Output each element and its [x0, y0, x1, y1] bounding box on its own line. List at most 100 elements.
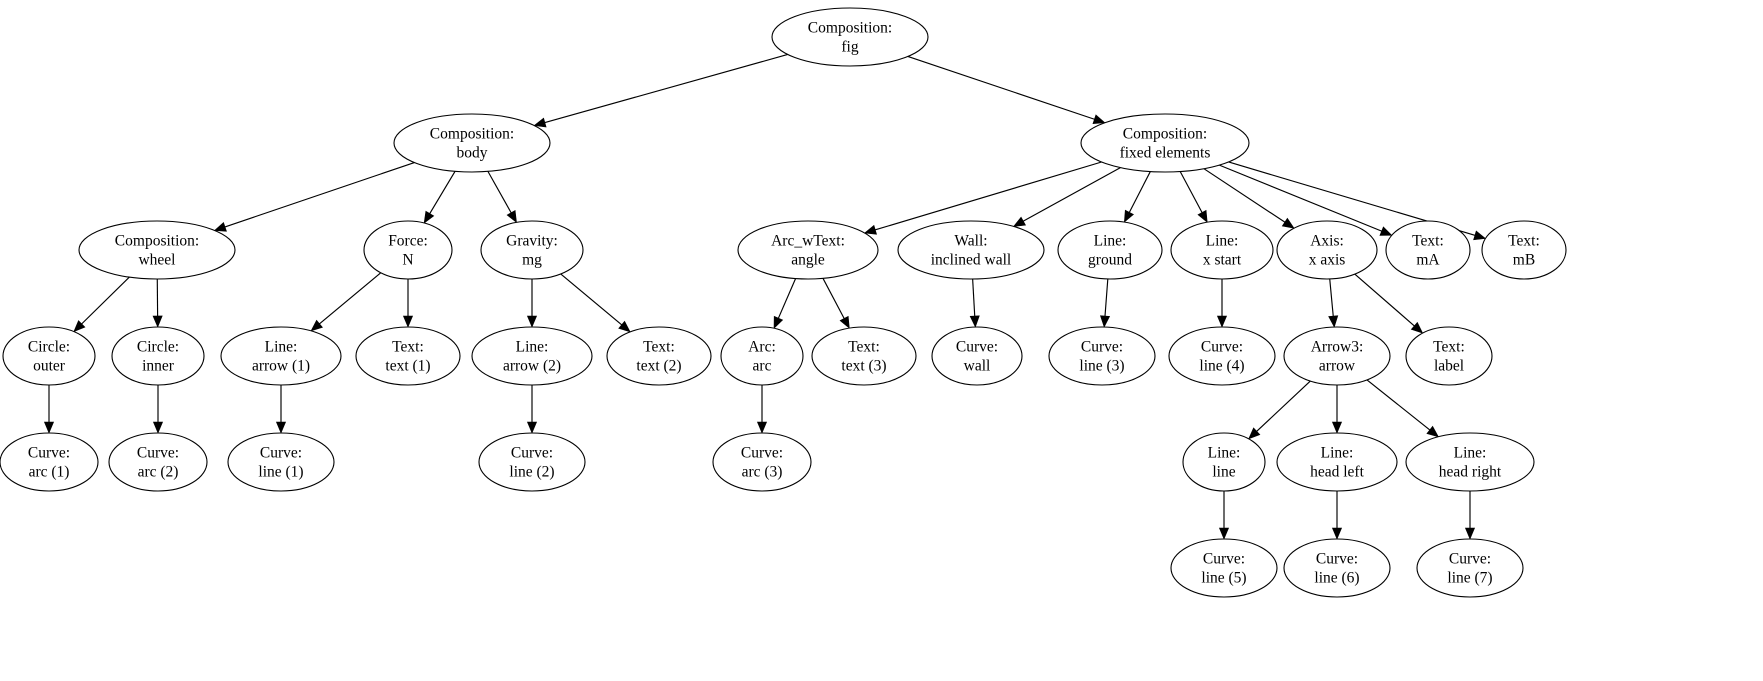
node-shape-lineheadr[interactable]	[1405, 432, 1535, 492]
arrowhead-fixed-to-wall	[1012, 216, 1027, 227]
node-label-type-circleout: Circle:	[28, 339, 70, 356]
node-shape-text2[interactable]	[606, 326, 712, 386]
node-curvewall[interactable]: Curve:wall	[931, 326, 1023, 386]
node-shape-fig[interactable]	[771, 7, 929, 67]
node-label-type-forceN: Force:	[388, 233, 428, 250]
node-fixed[interactable]: Composition:fixed elements	[1080, 113, 1250, 173]
node-lineline[interactable]: Line:line	[1182, 432, 1266, 492]
node-text3[interactable]: Text:text (3)	[811, 326, 917, 386]
node-gravity[interactable]: Gravity:mg	[480, 220, 584, 280]
node-text1[interactable]: Text:text (1)	[355, 326, 461, 386]
node-shape-linearr2[interactable]	[471, 326, 593, 386]
node-shape-text1[interactable]	[355, 326, 461, 386]
node-shape-curveline2[interactable]	[478, 432, 586, 492]
node-circlein[interactable]: Circle:inner	[111, 326, 205, 386]
node-curveline7[interactable]: Curve:line (7)	[1416, 538, 1524, 598]
node-shape-curvearc2[interactable]	[108, 432, 208, 492]
node-shape-curvewall[interactable]	[931, 326, 1023, 386]
node-arcarc[interactable]: Arc:arc	[720, 326, 804, 386]
node-shape-curveline1[interactable]	[227, 432, 335, 492]
node-label-type-linexstart: Line:	[1206, 233, 1239, 250]
node-axis[interactable]: Axis:x axis	[1276, 220, 1378, 280]
node-linearr2[interactable]: Line:arrow (2)	[471, 326, 593, 386]
node-curveline1[interactable]: Curve:line (1)	[227, 432, 335, 492]
node-label-type-wall: Wall:	[954, 233, 987, 250]
node-shape-lineheadl[interactable]	[1276, 432, 1398, 492]
node-shape-curveline4[interactable]	[1168, 326, 1276, 386]
node-curveline3[interactable]: Curve:line (3)	[1048, 326, 1156, 386]
node-shape-textlabel[interactable]	[1405, 326, 1493, 386]
node-lineheadr[interactable]: Line:head right	[1405, 432, 1535, 492]
node-label-type-fixed: Composition:	[1123, 126, 1207, 143]
node-circleout[interactable]: Circle:outer	[2, 326, 96, 386]
edge-body-to-gravity	[487, 171, 512, 214]
node-forceN[interactable]: Force:N	[363, 220, 453, 280]
node-shape-body[interactable]	[393, 113, 551, 173]
node-shape-curveline3[interactable]	[1048, 326, 1156, 386]
node-wheel[interactable]: Composition:wheel	[78, 220, 236, 280]
node-shape-curveline6[interactable]	[1283, 538, 1391, 598]
node-label-name-lineground: ground	[1088, 252, 1132, 269]
node-shape-forceN[interactable]	[363, 220, 453, 280]
edge-body-to-wheel	[224, 162, 415, 228]
node-label-name-curveline3: line (3)	[1079, 358, 1124, 375]
node-shape-gravity[interactable]	[480, 220, 584, 280]
node-shape-linearr1[interactable]	[220, 326, 342, 386]
node-shape-arcwtext[interactable]	[737, 220, 879, 280]
node-shape-arcarc[interactable]	[720, 326, 804, 386]
node-shape-axis[interactable]	[1276, 220, 1378, 280]
node-textlabel[interactable]: Text:label	[1405, 326, 1493, 386]
node-curveline2[interactable]: Curve:line (2)	[478, 432, 586, 492]
node-label-type-text2: Text:	[643, 339, 675, 356]
node-shape-curveline7[interactable]	[1416, 538, 1524, 598]
node-shape-arrow3[interactable]	[1283, 326, 1391, 386]
arrowhead-lineheadr-to-curveline7	[1464, 527, 1476, 540]
node-label-type-linearr1: Line:	[265, 339, 298, 356]
node-fig[interactable]: Composition:fig	[771, 7, 929, 67]
node-shape-wall[interactable]	[897, 220, 1045, 280]
node-label-type-curveline6: Curve:	[1316, 551, 1358, 568]
node-label-type-circlein: Circle:	[137, 339, 179, 356]
arrowhead-circlein-to-curvearc2	[152, 421, 164, 434]
node-wall[interactable]: Wall:inclined wall	[897, 220, 1045, 280]
arrowhead-lineground-to-curveline3	[1100, 315, 1111, 328]
node-linearr1[interactable]: Line:arrow (1)	[220, 326, 342, 386]
nodes-layer: Composition:figComposition:bodyCompositi…	[0, 7, 1567, 598]
arrowhead-axis-to-textlabel	[1410, 321, 1424, 334]
node-textmA[interactable]: Text:mA	[1385, 220, 1471, 280]
node-shape-lineline[interactable]	[1182, 432, 1266, 492]
node-shape-circlein[interactable]	[111, 326, 205, 386]
node-shape-textmA[interactable]	[1385, 220, 1471, 280]
node-arcwtext[interactable]: Arc_wText:angle	[737, 220, 879, 280]
node-curvearc1[interactable]: Curve:arc (1)	[0, 432, 99, 492]
edge-arcwtext-to-text3	[822, 278, 845, 319]
node-linexstart[interactable]: Line:x start	[1170, 220, 1274, 280]
node-lineground[interactable]: Line:ground	[1057, 220, 1163, 280]
node-shape-curvearc1[interactable]	[0, 432, 99, 492]
node-shape-linexstart[interactable]	[1170, 220, 1274, 280]
node-shape-fixed[interactable]	[1080, 113, 1250, 173]
node-textmB[interactable]: Text:mB	[1481, 220, 1567, 280]
node-label-name-lineheadl: head left	[1310, 464, 1364, 481]
node-shape-lineground[interactable]	[1057, 220, 1163, 280]
node-curveline4[interactable]: Curve:line (4)	[1168, 326, 1276, 386]
node-curveline6[interactable]: Curve:line (6)	[1283, 538, 1391, 598]
node-text2[interactable]: Text: text (2)	[606, 326, 712, 386]
node-curvearc2[interactable]: Curve:arc (2)	[108, 432, 208, 492]
node-shape-textmB[interactable]	[1481, 220, 1567, 280]
node-curvearc3[interactable]: Curve:arc (3)	[712, 432, 812, 492]
node-shape-curveline5[interactable]	[1170, 538, 1278, 598]
node-label-type-arrow3: Arrow3:	[1311, 339, 1364, 356]
node-label-name-text2: text (2)	[636, 358, 681, 375]
node-shape-text3[interactable]	[811, 326, 917, 386]
node-shape-curvearc3[interactable]	[712, 432, 812, 492]
node-curveline5[interactable]: Curve:line (5)	[1170, 538, 1278, 598]
node-body[interactable]: Composition:body	[393, 113, 551, 173]
node-shape-wheel[interactable]	[78, 220, 236, 280]
node-shape-circleout[interactable]	[2, 326, 96, 386]
node-label-name-curvearc3: arc (3)	[742, 464, 783, 481]
node-lineheadl[interactable]: Line:head left	[1276, 432, 1398, 492]
node-arrow3[interactable]: Arrow3:arrow	[1283, 326, 1391, 386]
node-label-name-curveline4: line (4)	[1199, 358, 1244, 375]
